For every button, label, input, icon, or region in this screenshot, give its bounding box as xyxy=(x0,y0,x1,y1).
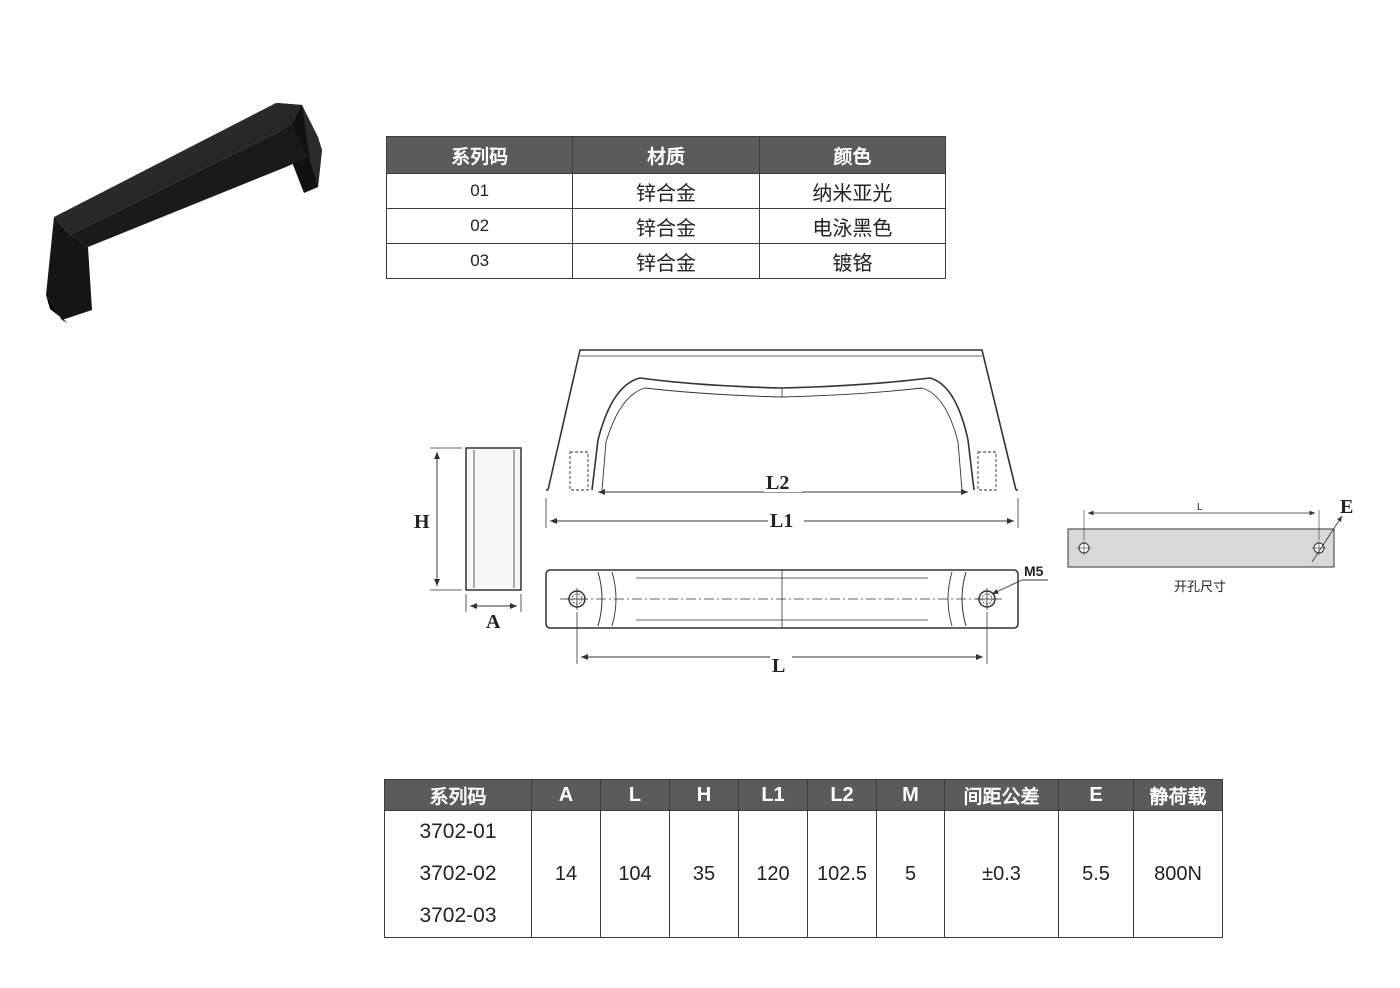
dim-label-l1: L1 xyxy=(770,510,793,532)
cell-code: 01 xyxy=(385,173,574,209)
spec-table: 系列码 A L H L1 L2 M 间距公差 E 静荷载 3702-01 370… xyxy=(384,779,1223,938)
table-row: 3702-01 3702-02 3702-03 14 104 35 120 10… xyxy=(384,810,1223,938)
hole-size-caption: 开孔尺寸 xyxy=(1174,580,1226,595)
header-static-load: 静荷载 xyxy=(1133,779,1223,811)
cell-series-codes: 3702-01 3702-02 3702-03 xyxy=(384,810,532,938)
cell-static-load: 800N xyxy=(1133,810,1223,938)
cell-l: 104 xyxy=(600,810,670,938)
cell-l1: 120 xyxy=(738,810,808,938)
cell-material: 锌合金 xyxy=(572,173,760,209)
header-material: 材质 xyxy=(572,136,760,174)
header-l1: L1 xyxy=(738,779,808,811)
table-row: 02 锌合金 电泳黑色 xyxy=(385,208,947,244)
table-row: 03 锌合金 镀铬 xyxy=(385,243,947,279)
header-color: 颜色 xyxy=(758,136,947,174)
cell-color: 镀铬 xyxy=(758,243,947,279)
cell-e: 5.5 xyxy=(1058,810,1134,938)
dim-label-a: A xyxy=(486,611,501,633)
cell-code: 03 xyxy=(385,243,574,279)
series-code: 3702-01 xyxy=(419,820,497,843)
dim-label-e: E xyxy=(1340,496,1353,518)
header-l: L xyxy=(600,779,670,811)
header-m: M xyxy=(876,779,945,811)
header-e: E xyxy=(1058,779,1134,811)
header-h: H xyxy=(669,779,739,811)
header-a: A xyxy=(531,779,601,811)
spec-header-row: 系列码 A L H L1 L2 M 间距公差 E 静荷载 xyxy=(384,779,1223,811)
header-l2: L2 xyxy=(807,779,877,811)
materials-table: 系列码 材质 颜色 01 锌合金 纳米亚光 02 锌合金 电泳黑色 03 锌合金… xyxy=(385,136,947,279)
cell-h: 35 xyxy=(669,810,739,938)
front-view xyxy=(545,349,1019,528)
hole-size-diagram xyxy=(1067,510,1343,568)
series-code: 3702-03 xyxy=(419,904,497,927)
materials-header-row: 系列码 材质 颜色 xyxy=(385,136,947,174)
series-code: 3702-02 xyxy=(419,862,497,885)
cell-code: 02 xyxy=(385,208,574,244)
table-row: 01 锌合金 纳米亚光 xyxy=(385,173,947,209)
header-spacing-tolerance: 间距公差 xyxy=(944,779,1059,811)
cell-m: 5 xyxy=(876,810,945,938)
cell-spacing-tolerance: ±0.3 xyxy=(944,810,1059,938)
top-view xyxy=(545,569,1048,664)
product-photo-handle xyxy=(46,103,322,323)
cell-a: 14 xyxy=(531,810,601,938)
header-series-code: 系列码 xyxy=(384,779,532,811)
cell-l2: 102.5 xyxy=(807,810,877,938)
cell-material: 锌合金 xyxy=(572,243,760,279)
side-view xyxy=(430,447,522,612)
cell-material: 锌合金 xyxy=(572,208,760,244)
dim-label-l: L xyxy=(772,655,785,677)
hole-dim-label-l: L xyxy=(1197,502,1203,513)
dim-label-h: H xyxy=(414,511,430,533)
dim-label-m5: M5 xyxy=(1024,563,1044,579)
dim-label-l2: L2 xyxy=(766,472,789,494)
